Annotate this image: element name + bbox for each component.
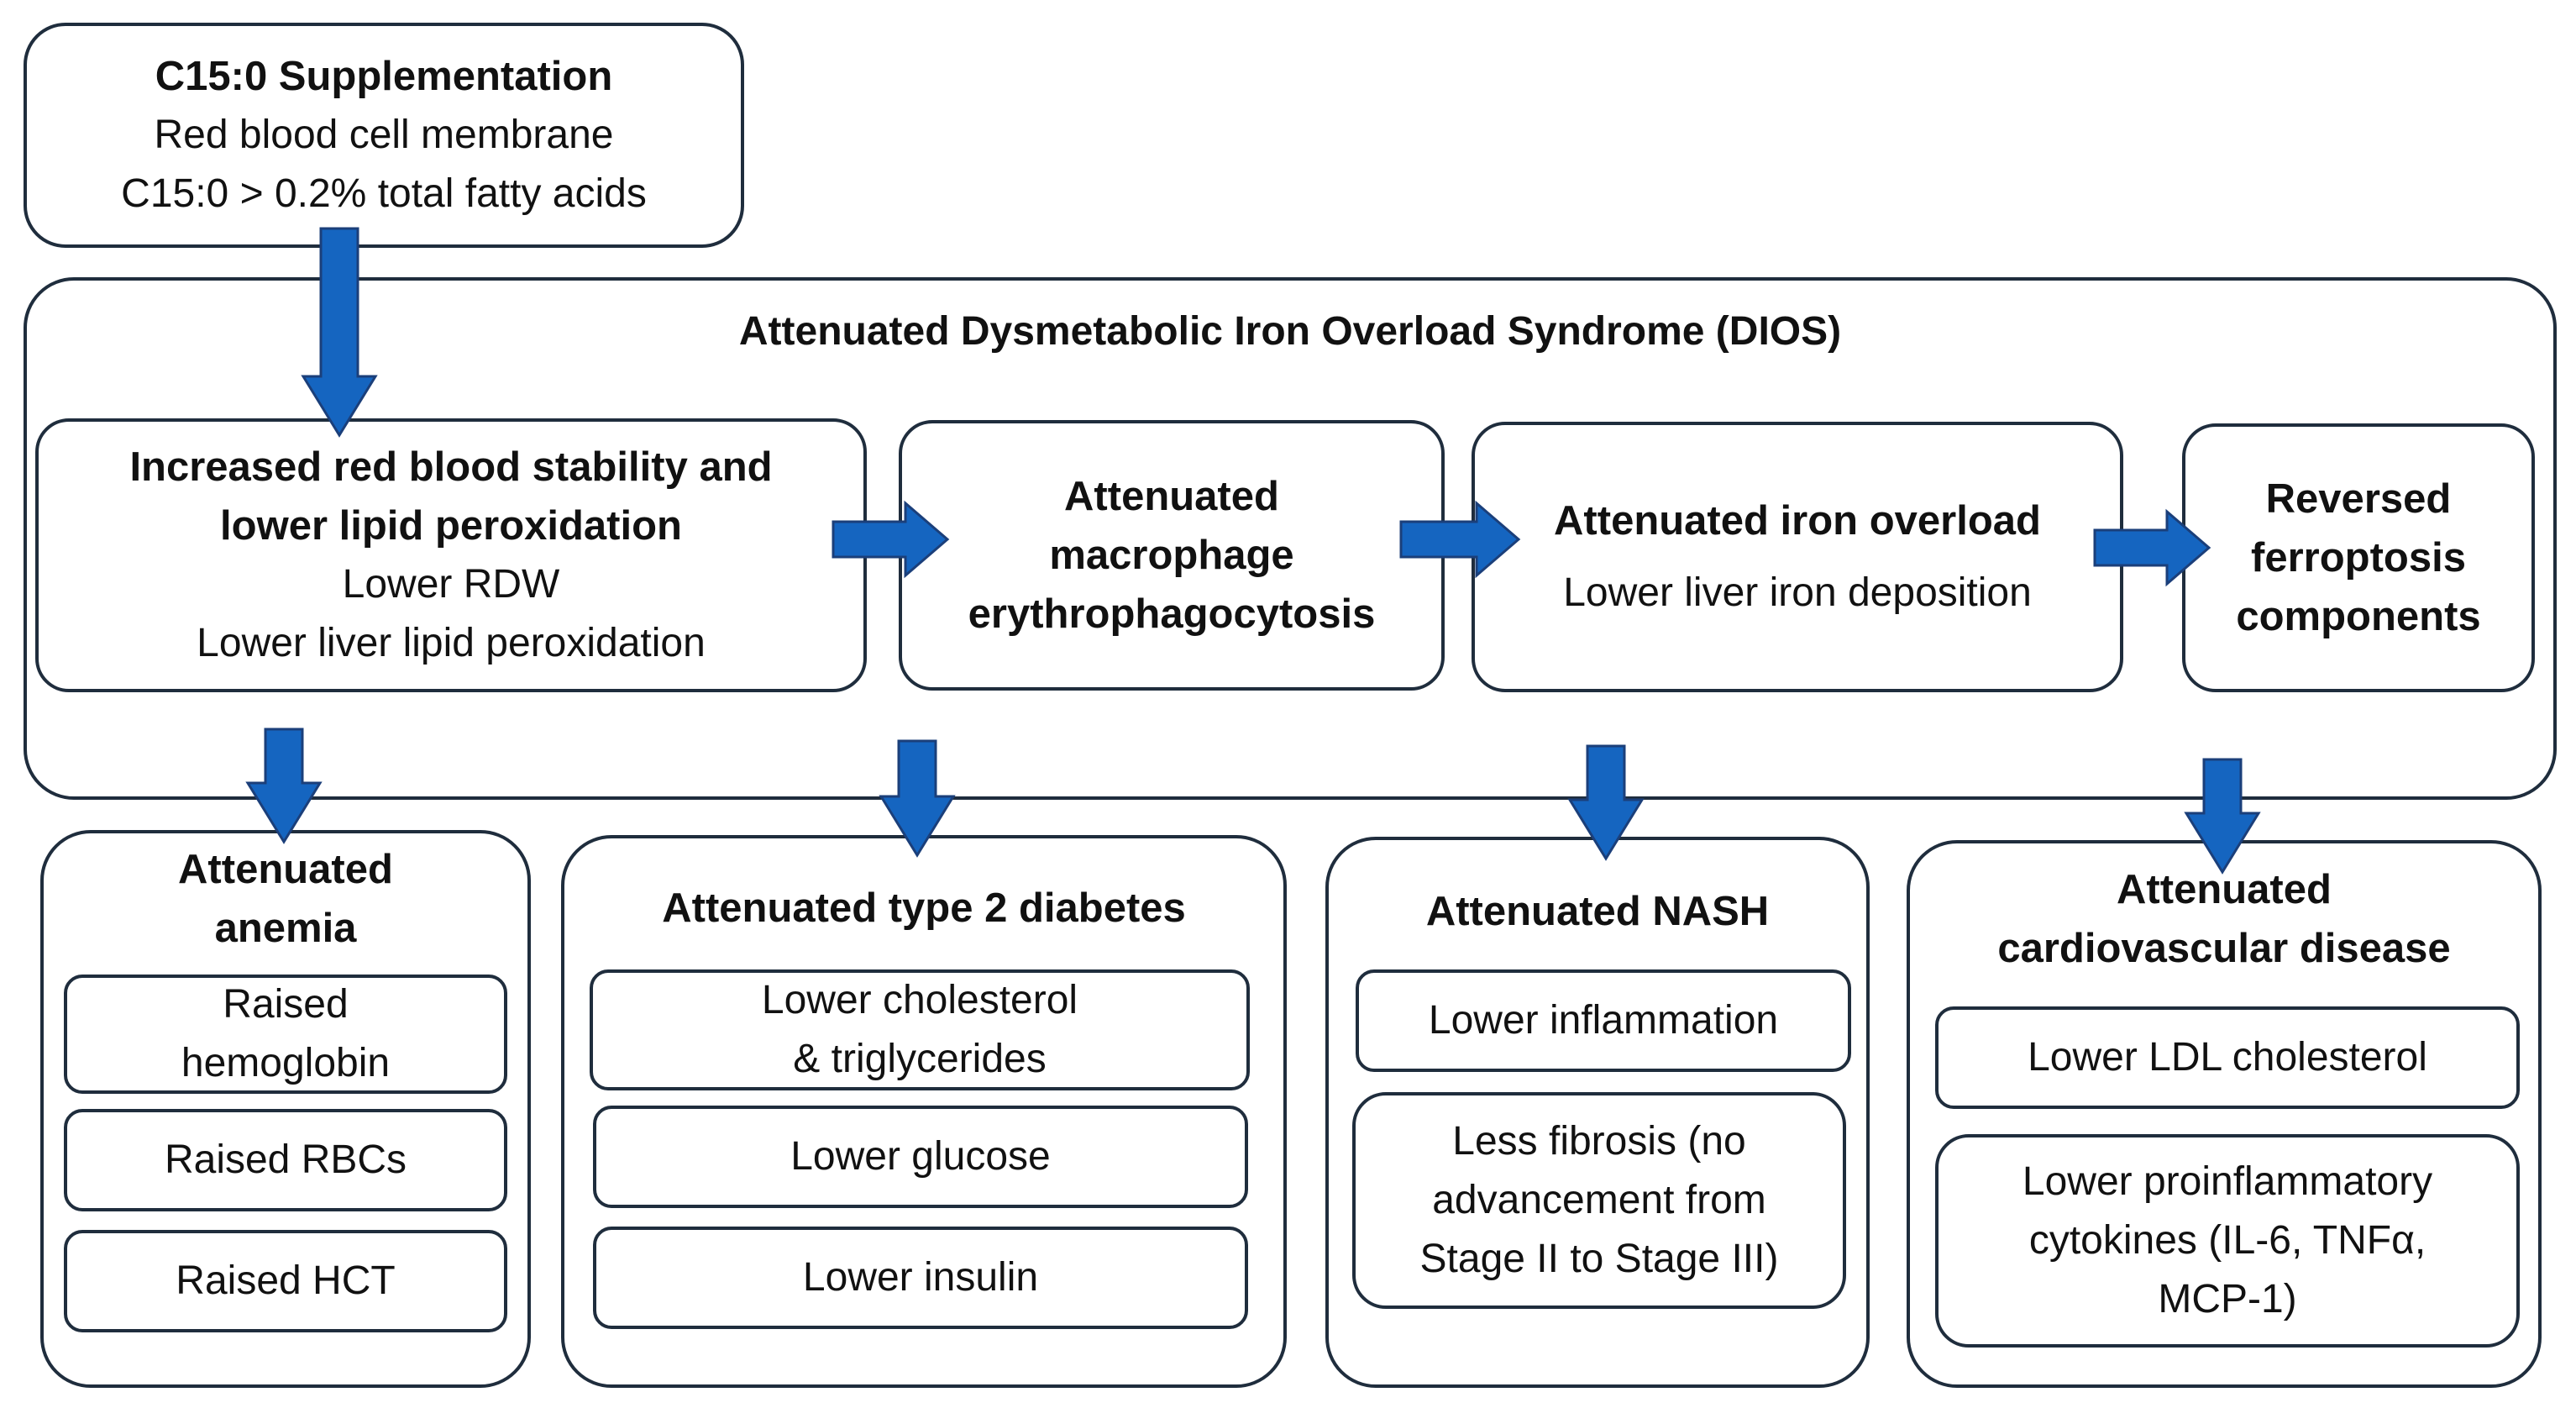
diabetes-item-glucose: Lower glucose (593, 1106, 1248, 1208)
diabetes-item-insulin: Lower insulin (593, 1227, 1248, 1329)
rbc-stability-line-1: Lower RDW (342, 562, 560, 607)
arrow-to-nash (1567, 744, 1645, 861)
nash-item-fibrosis-line-3: Stage II to Stage III) (1419, 1237, 1779, 1281)
supplementation-box: C15:0 Supplementation Red blood cell mem… (24, 23, 744, 248)
macrophage-line-2: macrophage (1049, 533, 1294, 578)
nash-item-fibrosis-line-1: Less fibrosis (no (1452, 1119, 1746, 1164)
arrow-supplement-to-rbc (301, 227, 378, 438)
supplementation-title: C15:0 Supplementation (155, 54, 613, 99)
anemia-item-hemoglobin-line-1: Raised (223, 982, 349, 1027)
rbc-stability-line-2: Lower liver lipid peroxidation (197, 621, 706, 665)
arrow-to-cvd (2184, 758, 2261, 875)
anemia-item-rbcs: Raised RBCs (64, 1109, 507, 1211)
arrow-to-anemia (245, 728, 323, 844)
nash-item-fibrosis: Less fibrosis (no advancement from Stage… (1352, 1092, 1846, 1309)
anemia-title-1: Attenuated (178, 847, 393, 892)
rbc-stability-title-2: lower lipid peroxidation (220, 503, 682, 549)
anemia-item-hemoglobin-line-2: hemoglobin (181, 1041, 391, 1085)
cvd-item-cytokines-line-2: cytokines (IL-6, TNFα, (2028, 1218, 2426, 1263)
iron-overload-box: Attenuated iron overload Lower liver iro… (1472, 422, 2123, 692)
macrophage-line-1: Attenuated (1064, 474, 1279, 519)
anemia-item-hct-label: Raised HCT (176, 1258, 396, 1303)
rbc-stability-box: Increased red blood stability and lower … (35, 418, 867, 692)
diabetes-item-cholesterol-line-2: & triglycerides (793, 1037, 1047, 1081)
diabetes-item-insulin-label: Lower insulin (802, 1255, 1039, 1300)
anemia-item-rbcs-label: Raised RBCs (164, 1137, 407, 1182)
anemia-item-hemoglobin: Raised hemoglobin (64, 975, 507, 1094)
diabetes-title: Attenuated type 2 diabetes (662, 885, 1186, 931)
ferroptosis-line-1: Reversed (2265, 476, 2452, 522)
iron-overload-title: Attenuated iron overload (1554, 498, 2041, 544)
arrow-macrophage-to-iron (1399, 500, 1521, 579)
anemia-item-hct: Raised HCT (64, 1230, 507, 1332)
diabetes-item-cholesterol: Lower cholesterol & triglycerides (590, 969, 1250, 1090)
anemia-title-2: anemia (214, 906, 357, 951)
ferroptosis-line-2: ferroptosis (2251, 535, 2466, 581)
nash-item-fibrosis-line-2: advancement from (1432, 1178, 1766, 1222)
arrow-to-diabetes (879, 739, 956, 858)
nash-item-inflammation-label: Lower inflammation (1428, 998, 1779, 1043)
iron-overload-line-1: Lower liver iron deposition (1563, 570, 2032, 615)
rbc-stability-title-1: Increased red blood stability and (129, 444, 773, 490)
supplementation-line-2: C15:0 > 0.2% total fatty acids (121, 171, 647, 216)
macrophage-line-3: erythrophagocytosis (968, 591, 1376, 637)
dios-title: Attenuated Dysmetabolic Iron Overload Sy… (738, 309, 1842, 354)
ferroptosis-line-3: components (2236, 594, 2481, 639)
diabetes-item-glucose-label: Lower glucose (790, 1134, 1051, 1179)
diabetes-item-cholesterol-line-1: Lower cholesterol (761, 978, 1078, 1022)
cvd-title-1: Attenuated (2117, 867, 2332, 912)
arrow-rbc-to-macrophage (832, 500, 950, 579)
cvd-title-2: cardiovascular disease (1997, 926, 2451, 971)
arrow-iron-to-ferroptosis (2093, 508, 2211, 587)
macrophage-box: Attenuated macrophage erythrophagocytosi… (899, 420, 1445, 691)
cvd-item-cytokines-line-3: MCP-1) (2158, 1277, 2297, 1321)
cvd-item-cytokines-line-1: Lower proinflammatory (2022, 1159, 2433, 1204)
cvd-item-ldl: Lower LDL cholesterol (1935, 1006, 2520, 1109)
nash-item-inflammation: Lower inflammation (1356, 969, 1851, 1072)
ferroptosis-box: Reversed ferroptosis components (2182, 423, 2535, 692)
cvd-item-ldl-label: Lower LDL cholesterol (2028, 1035, 2427, 1080)
supplementation-line-1: Red blood cell membrane (154, 113, 614, 157)
nash-title: Attenuated NASH (1425, 889, 1770, 934)
cvd-item-cytokines: Lower proinflammatory cytokines (IL-6, T… (1935, 1134, 2520, 1348)
